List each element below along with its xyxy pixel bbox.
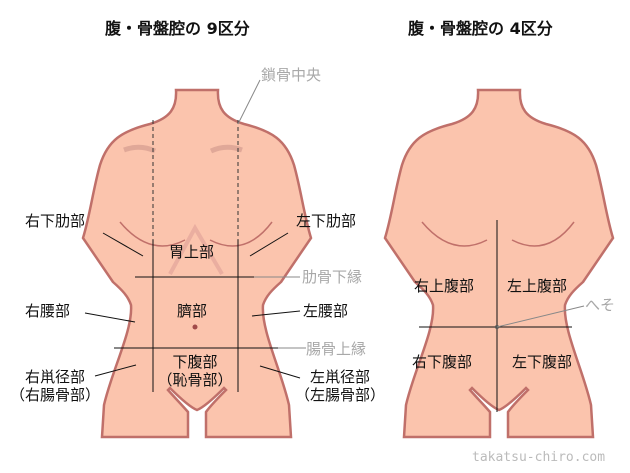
watermark: takatsu-chiro.com <box>472 450 606 465</box>
label-hypogastric: 下腹部（恥骨部） <box>150 353 240 389</box>
label-iliac-crest: 腸骨上縁 <box>306 340 367 358</box>
title-4-regions: 腹・骨盤腔の 4区分 <box>408 19 553 38</box>
label-right-lumbar: 右腰部 <box>25 302 71 320</box>
label-left-hypochondriac: 左下肋部 <box>296 212 357 230</box>
torso-9-regions <box>81 79 313 439</box>
label-left-inguinal-main: 左鼡径部 <box>309 368 370 386</box>
label-midclavicular: 鎖骨中央 <box>261 66 322 84</box>
label-navel: へそ <box>585 296 616 314</box>
label-left-inguinal: 左鼡径部（左腸骨部） <box>290 368 390 404</box>
torso-4-regions <box>383 88 615 439</box>
label-right-hypochondriac: 右下肋部 <box>25 212 86 230</box>
label-right-inguinal-main: 右鼡径部 <box>24 368 85 386</box>
label-rlq: 右下腹部 <box>412 353 473 371</box>
label-right-inguinal: 右鼡径部（右腸骨部） <box>5 368 105 404</box>
label-hypogastric-alt: （恥骨部） <box>157 371 233 389</box>
label-luq: 左上腹部 <box>507 277 568 295</box>
ribcage <box>168 223 224 276</box>
navel-mark <box>192 324 198 330</box>
label-epigastric: 胃上部 <box>169 243 215 261</box>
clavicles <box>123 144 243 154</box>
label-hypogastric-main: 下腹部 <box>172 353 218 371</box>
label-left-lumbar: 左腰部 <box>303 302 349 320</box>
title-9-regions: 腹・骨盤腔の 9区分 <box>105 19 250 38</box>
label-left-inguinal-alt: （左腸骨部） <box>294 386 385 404</box>
label-right-inguinal-alt: （右腸骨部） <box>9 386 100 404</box>
label-subcostal: 肋骨下縁 <box>302 268 363 286</box>
label-llq: 左下腹部 <box>512 353 573 371</box>
label-ruq: 右上腹部 <box>414 277 475 295</box>
label-umbilical: 臍部 <box>177 302 208 320</box>
